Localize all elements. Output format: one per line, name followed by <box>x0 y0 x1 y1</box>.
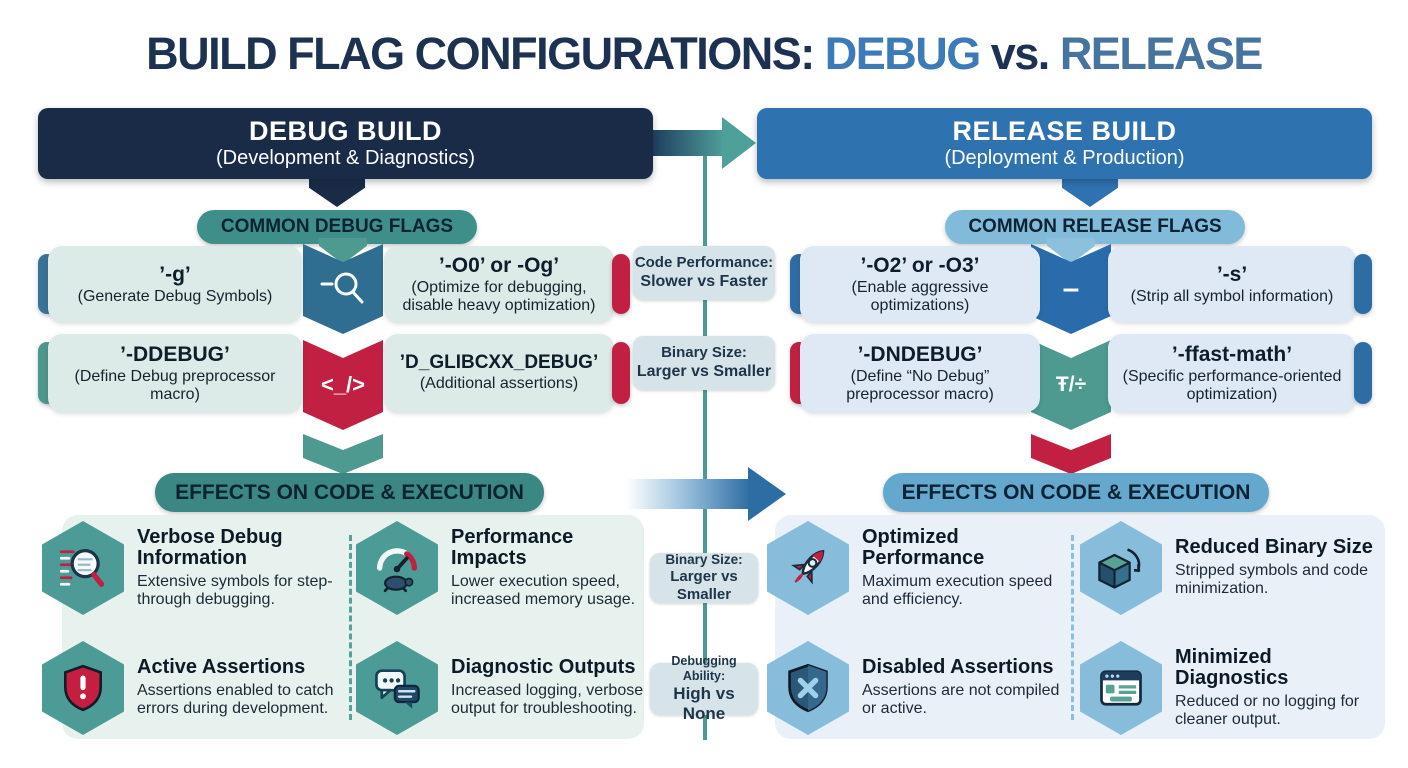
badge-binary-size-top: Binary Size: Larger vs Smaller <box>633 336 775 390</box>
flag-label: ’-g’ <box>159 262 191 286</box>
flag-desc: (Generate Debug Symbols) <box>77 287 273 305</box>
badge-line2: High vs None <box>673 683 735 723</box>
code-glyph-icon: <_/> <box>303 340 383 430</box>
debug-panel-divider <box>349 535 352 720</box>
effect-title: Optimized Performance <box>862 525 985 570</box>
effect-title: Diagnostic Outputs <box>451 656 636 679</box>
effect-desc: Extensive symbols for step-through debug… <box>137 572 333 609</box>
gauge-turtle-icon <box>356 521 438 615</box>
flag-desc: (Define “No Debug” preprocessor macro) <box>846 367 994 403</box>
badge-binary-size-bottom: Binary Size: Larger vs Smaller <box>650 551 758 604</box>
badge-line1: Debugging Ability: <box>671 653 737 683</box>
effect-disabled-assertions: Disabled Assertions Assertions are not c… <box>767 641 1067 735</box>
effects-arrow-head-icon <box>748 467 786 521</box>
flag-box-glibcxx: ’D_GLIBCXX_DEBUG’ (Additional assertions… <box>384 334 614 412</box>
flag-label: ’-O0’ or -Og’ <box>438 253 560 277</box>
math-operations-icon: Ŧ/÷ <box>1031 340 1111 430</box>
header-arrow-shaft <box>650 130 724 156</box>
badge-code-performance: Code Performance: Slower vs Faster <box>633 246 775 300</box>
flag-box-dndebug: ’-DNDEBUG’ (Define “No Debug” preprocess… <box>800 334 1040 412</box>
accent-bar <box>1354 342 1372 404</box>
flag-desc: (Enable aggressive optimizations) <box>851 278 989 314</box>
badge-line1: Code Performance: <box>634 254 774 272</box>
effect-desc: Stripped symbols and code minimization. <box>1175 561 1368 598</box>
flag-label: ’-ffast-math’ <box>1171 342 1293 366</box>
flag-desc: (Define Debug preprocessor macro) <box>74 367 276 403</box>
effect-desc: Maximum execution speed and efficiency. <box>862 572 1053 609</box>
effects-arrow-shaft <box>626 479 750 509</box>
release-header-subtitle: (Deployment & Production) <box>944 147 1185 170</box>
flag-label: ’-DNDEBUG’ <box>857 342 983 366</box>
debug-chevron-tail-icon <box>303 434 383 474</box>
effect-desc: Assertions are not compiled or active. <box>862 681 1060 718</box>
flag-box-ffastmath: ’-ffast-math’ (Specific performance-orie… <box>1108 334 1356 412</box>
browser-log-icon <box>1080 641 1162 735</box>
flag-desc: (Strip all symbol information) <box>1130 287 1334 305</box>
effect-optimized-performance: Optimized Performance Maximum execution … <box>767 521 1067 615</box>
center-divider-line <box>703 152 707 740</box>
effect-active-assertions: Active Assertions Assertions enabled to … <box>42 641 342 735</box>
shield-exclamation-icon <box>42 641 124 735</box>
effect-verbose-debug: Verbose Debug Information Extensive symb… <box>42 521 342 615</box>
release-header: RELEASE BUILD (Deployment & Production) <box>757 108 1372 179</box>
effect-title: Performance Impacts <box>451 525 574 570</box>
effect-diagnostic-outputs: Diagnostic Outputs Increased logging, ve… <box>356 641 648 735</box>
chat-bubbles-icon <box>356 641 438 735</box>
effect-performance-impacts: Performance Impacts Lower execution spee… <box>356 521 648 615</box>
flag-box-o0: ’-O0’ or -Og’ (Optimize for debugging, d… <box>384 246 614 322</box>
effect-desc: Assertions enabled to catch errors durin… <box>137 681 334 718</box>
badge-line1: Binary Size: <box>665 551 743 567</box>
magnifier-code-icon <box>42 521 124 615</box>
accent-bar <box>612 342 630 404</box>
effect-title: Verbose Debug Information <box>137 525 283 570</box>
badge-line2: Larger vs Smaller <box>670 568 738 604</box>
flag-desc: (Optimize for debugging, disable heavy o… <box>402 278 596 314</box>
flag-box-s: ’-s’ (Strip all symbol information) <box>1108 246 1356 322</box>
release-panel-divider <box>1071 535 1074 720</box>
debug-header-subtitle: (Development & Diagnostics) <box>216 147 475 170</box>
rocket-icon <box>767 521 849 615</box>
debug-header-title: DEBUG BUILD <box>249 115 442 146</box>
flag-label: ’-s’ <box>1216 262 1248 286</box>
release-flags-pill: COMMON RELEASE FLAGS <box>945 210 1245 244</box>
flag-box-o2: ’-O2’ or -O3’ (Enable aggressive optimiz… <box>800 246 1040 322</box>
flag-label: ’D_GLIBCXX_DEBUG’ <box>399 351 599 373</box>
effect-desc: Lower execution speed, increased memory … <box>451 572 636 609</box>
accent-bar <box>1354 254 1372 314</box>
debug-header: DEBUG BUILD (Development & Diagnostics) <box>38 108 653 179</box>
effect-title: Minimized Diagnostics <box>1175 645 1289 690</box>
flag-label: ’-O2’ or -O3’ <box>860 253 980 277</box>
title-vs: vs. <box>979 28 1060 79</box>
title-release: RELEASE <box>1059 28 1264 79</box>
cube-shrink-icon <box>1080 521 1162 615</box>
badge-line2: Slower vs Faster <box>640 273 768 291</box>
shield-x-icon <box>767 641 849 735</box>
effect-desc: Increased logging, verbose output for tr… <box>451 681 644 718</box>
effect-title: Active Assertions <box>137 656 306 679</box>
flag-label: ’-DDEBUG’ <box>120 342 230 366</box>
badge-line1: Binary Size: <box>661 344 747 362</box>
debug-effects-pill: EFFECTS ON CODE & EXECUTION <box>155 473 544 512</box>
title-debug: DEBUG <box>824 28 982 79</box>
flag-box-ddebug: ’-DDEBUG’ (Define Debug preprocessor mac… <box>48 334 302 412</box>
title-prefix: BUILD FLAG CONFIGURATIONS: <box>146 28 825 79</box>
page-title: BUILD FLAG CONFIGURATIONS: DEBUG vs. REL… <box>0 28 1408 80</box>
badge-debugging-ability: Debugging Ability: High vs None <box>650 654 758 723</box>
flag-desc: (Additional assertions) <box>419 375 579 393</box>
badge-line2: Larger vs Smaller <box>636 363 772 381</box>
effect-minimized-diagnostics: Minimized Diagnostics Reduced or no logg… <box>1080 641 1383 735</box>
effect-desc: Reduced or no logging for cleaner output… <box>1175 692 1360 729</box>
header-arrow-head-icon <box>722 117 756 169</box>
flag-box-g: ’-g’ (Generate Debug Symbols) <box>48 246 302 322</box>
accent-bar <box>612 254 630 314</box>
flag-desc: (Specific performance-oriented optimizat… <box>1122 367 1342 403</box>
effect-reduced-binary-size: Reduced Binary Size Stripped symbols and… <box>1080 521 1383 615</box>
effect-title: Reduced Binary Size <box>1175 536 1373 559</box>
release-effects-pill: EFFECTS ON CODE & EXECUTION <box>883 473 1269 512</box>
release-header-title: RELEASE BUILD <box>952 115 1177 146</box>
debug-effects-panel <box>62 515 644 739</box>
release-chevron-tail-icon <box>1031 434 1111 474</box>
effect-title: Disabled Assertions <box>862 656 1054 679</box>
